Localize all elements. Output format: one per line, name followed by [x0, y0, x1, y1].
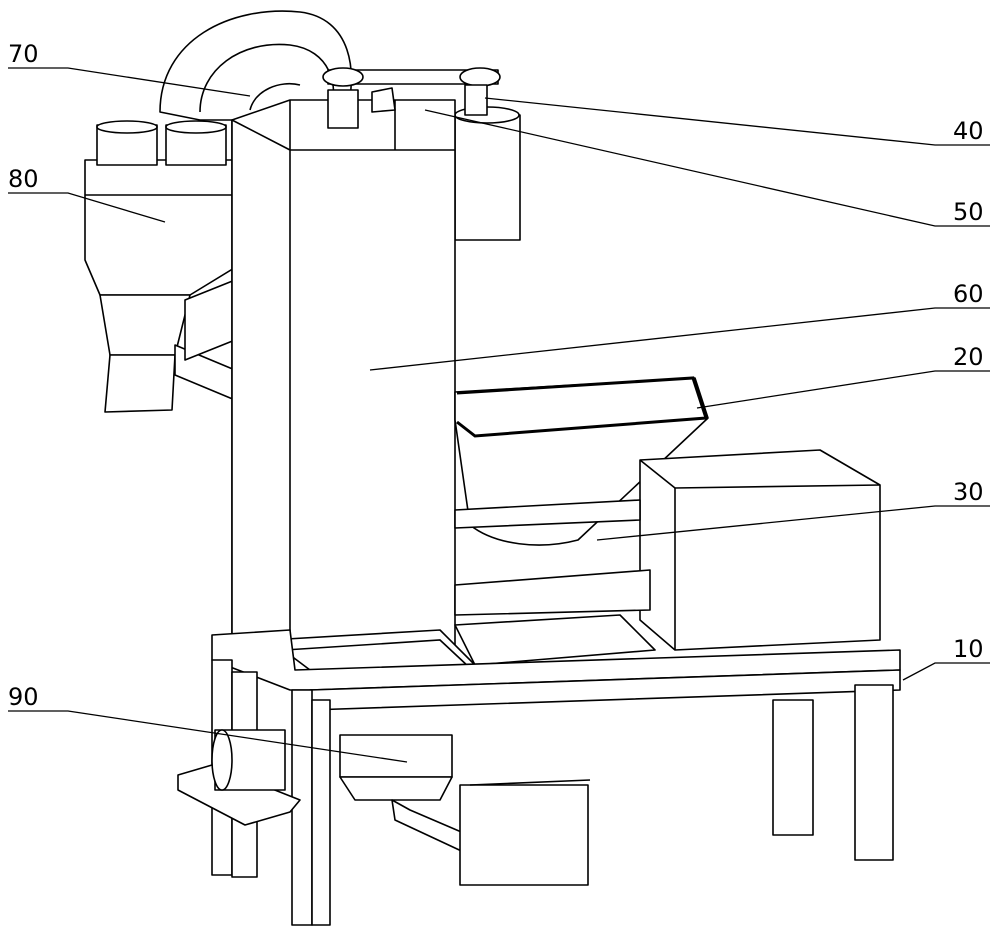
callout-70: 70 — [8, 40, 39, 68]
lower-drive — [177, 729, 591, 886]
main-column — [231, 99, 456, 661]
callout-60: 60 — [953, 280, 984, 308]
callout-50: 50 — [953, 198, 984, 226]
callout-90: 90 — [8, 683, 39, 711]
belt-drive — [322, 67, 501, 129]
rear-motor — [454, 106, 521, 241]
callout-30: 30 — [953, 478, 984, 506]
callout-80: 80 — [8, 165, 39, 193]
callout-10: 10 — [953, 635, 984, 663]
leader-lines — [8, 67, 990, 763]
crusher-box — [454, 449, 881, 651]
callout-40: 40 — [953, 117, 984, 145]
callout-20: 20 — [953, 343, 984, 371]
rear-brace — [174, 279, 236, 401]
